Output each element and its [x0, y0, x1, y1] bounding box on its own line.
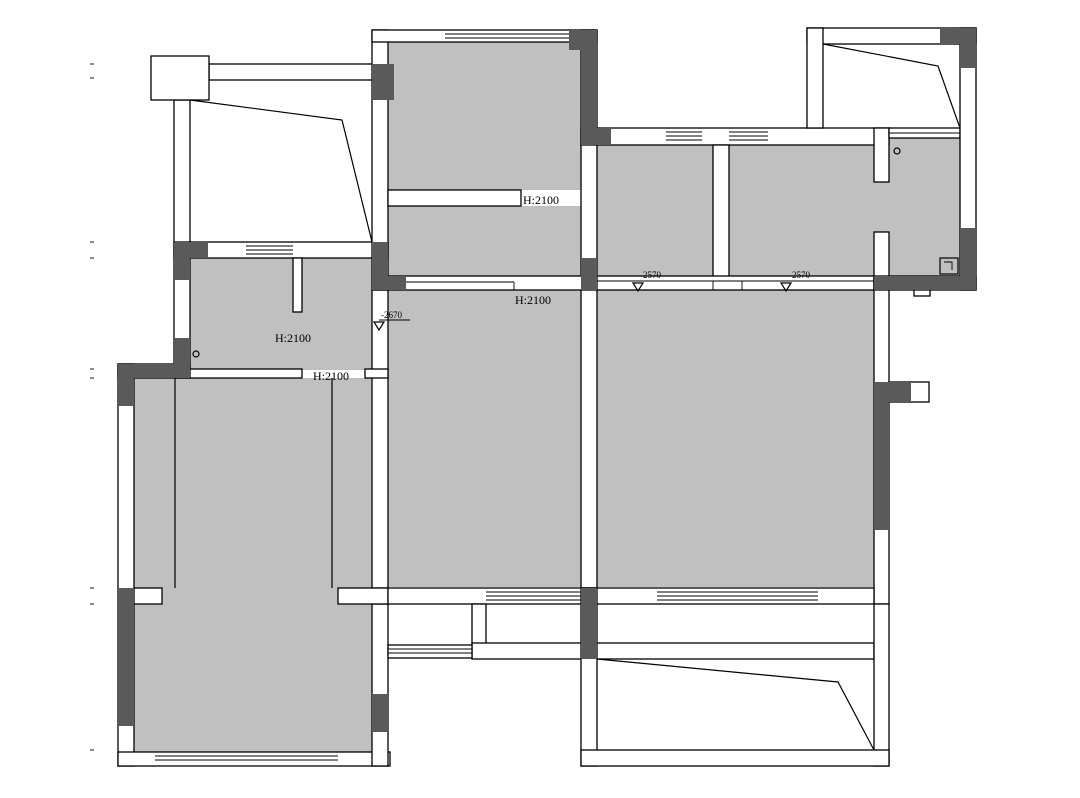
wall: [337, 587, 389, 605]
balcony-lines: [189, 43, 961, 751]
wall: [371, 289, 389, 589]
wall: [913, 289, 931, 297]
room-center-large: [388, 290, 581, 587]
room-right-large: [597, 290, 874, 587]
wall: [371, 603, 389, 767]
wall: [189, 368, 303, 379]
wall: [150, 55, 210, 101]
column: [889, 382, 911, 402]
wall: [387, 275, 598, 291]
drain-icon: [893, 147, 901, 155]
wall: [580, 127, 890, 146]
column: [874, 382, 889, 530]
wall: [712, 144, 730, 278]
level-label: -2670: [381, 310, 402, 320]
level-triangle-icon: [631, 282, 645, 293]
height-label: H:2100: [515, 293, 551, 307]
column: [372, 64, 394, 100]
wall: [173, 99, 191, 243]
wall: [873, 127, 890, 183]
height-label: H:2100: [275, 331, 311, 345]
drain-icon: [192, 350, 200, 358]
column: [118, 364, 134, 406]
column: [372, 276, 406, 290]
room-bathroom-left: [190, 258, 372, 370]
room-top-center-lower: [388, 206, 581, 276]
room-living-left: [134, 378, 372, 752]
column: [174, 242, 190, 280]
column: [118, 588, 134, 726]
wall: [471, 642, 875, 660]
level-triangle-icon: [779, 282, 793, 293]
dimension-ticks: [90, 63, 94, 751]
level-markers: [372, 280, 822, 332]
column: [581, 128, 611, 145]
level-label: -2570: [640, 270, 661, 280]
wall: [208, 63, 374, 81]
fixture: [939, 257, 959, 275]
columns: [118, 28, 976, 732]
wall: [292, 257, 303, 313]
text-labels: H:2100 H:2100 H:2100 H:2100 -2670 -2570 …: [275, 193, 810, 383]
wall: [580, 289, 598, 589]
height-label: H:2100: [523, 193, 559, 207]
wall: [387, 189, 522, 207]
wall: [364, 368, 389, 379]
room-top-right: [729, 145, 874, 277]
column: [581, 588, 597, 659]
column: [118, 364, 190, 378]
wall: [873, 603, 890, 767]
wall: [133, 587, 163, 605]
column: [960, 228, 976, 290]
level-label: -2570: [789, 270, 810, 280]
column: [372, 694, 388, 732]
fixtures: [192, 147, 959, 358]
height-label: H:2100: [313, 369, 349, 383]
column: [174, 338, 190, 378]
wall: [806, 27, 824, 129]
room-top-right-small: [597, 145, 713, 277]
level-triangle-icon: [372, 321, 386, 332]
room-top-center: [388, 42, 581, 190]
wall: [371, 29, 598, 43]
wall: [580, 749, 890, 767]
floor-areas: [134, 42, 960, 752]
column: [874, 276, 976, 290]
column: [581, 258, 597, 290]
wall: [117, 751, 391, 767]
wall: [387, 644, 473, 659]
column: [960, 28, 976, 68]
column: [581, 30, 597, 145]
